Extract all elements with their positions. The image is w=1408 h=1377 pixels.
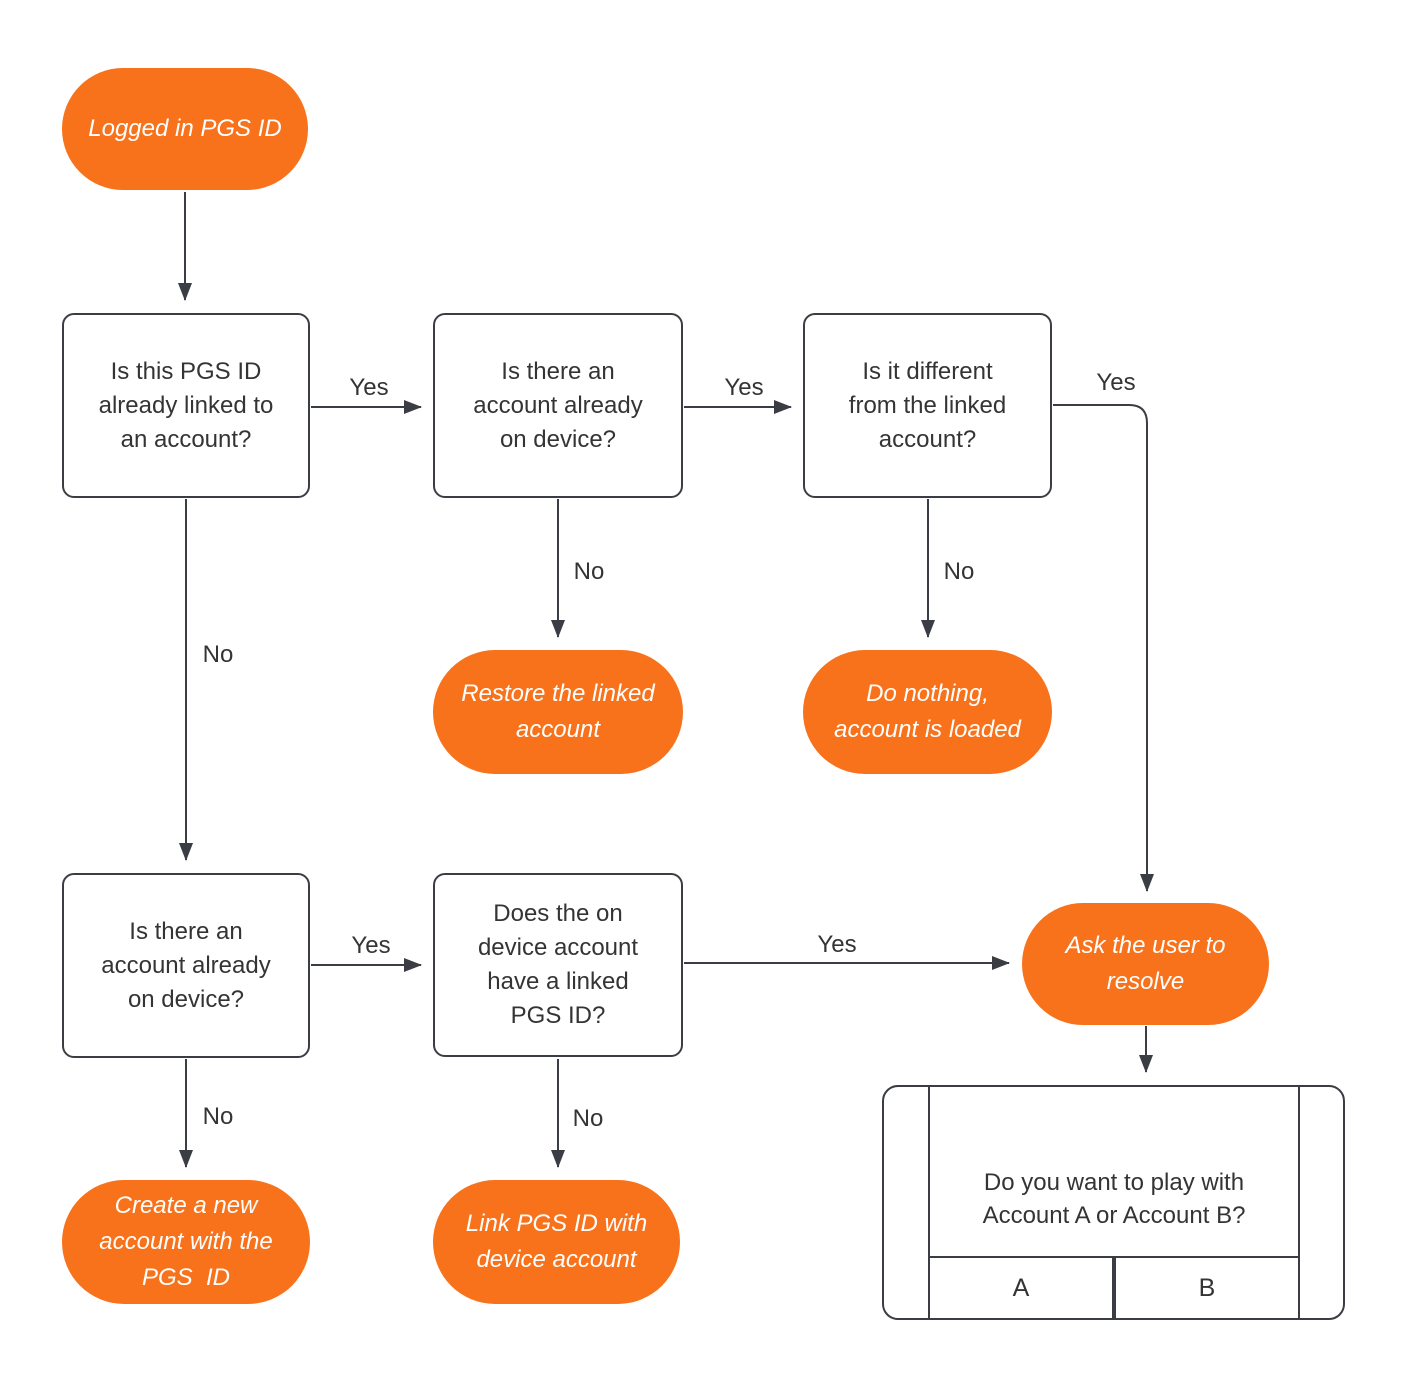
node-label: Is this PGS ID already linked to an acco… <box>98 357 274 453</box>
edge-label-no-q5-link: No <box>572 1105 604 1132</box>
edge-label-yes-q4-q5: Yes <box>351 932 391 959</box>
edge-label-yes-q5-ask: Yes <box>817 931 857 958</box>
dialog-button-row: A B <box>930 1258 1298 1318</box>
edge-label-yes-q3-ask: Yes <box>1096 369 1136 396</box>
edge-label-no-q1-q4: No <box>202 641 234 668</box>
node-label: Logged in PGS ID <box>88 115 282 142</box>
dialog-left-bezel-line <box>928 1087 930 1318</box>
node-action-do-nothing: Do nothing, account is loaded <box>803 650 1052 774</box>
edge-q3-yes-ask <box>1053 404 1154 892</box>
node-label: Is there an account already on device? <box>473 357 643 453</box>
node-label: Create a new account with the PGS ID <box>99 1192 273 1291</box>
node-label: Link PGS ID with device account <box>465 1210 648 1273</box>
edge-label-yes-q1-q2: Yes <box>349 374 389 401</box>
node-question-account-on-device-top: Is there an account already on device? <box>433 313 683 498</box>
node-label: Do nothing, account is loaded <box>834 680 1021 743</box>
account-b-button: B <box>1198 1273 1216 1302</box>
account-choice-dialog: Do you want to play with Account A or Ac… <box>882 1085 1345 1320</box>
dialog-screen: Do you want to play with Account A or Ac… <box>930 1087 1298 1318</box>
node-question-device-account-has-pgs: Does the on device account have a linked… <box>433 873 683 1057</box>
node-label: Restore the linked account <box>461 680 655 743</box>
account-a-button: A <box>1012 1273 1030 1302</box>
edge-label-no-q2-restore: No <box>573 558 605 585</box>
dialog-message-area: Do you want to play with Account A or Ac… <box>930 1087 1298 1258</box>
node-action-ask-user-to-resolve: Ask the user to resolve <box>1022 903 1269 1025</box>
node-question-pgs-already-linked: Is this PGS ID already linked to an acco… <box>62 313 310 498</box>
node-action-link-pgs-id: Link PGS ID with device account <box>433 1180 680 1304</box>
node-action-create-new-account: Create a new account with the PGS ID <box>62 1180 310 1304</box>
node-label: Is it different from the linked account? <box>848 357 1007 453</box>
node-question-different-from-linked: Is it different from the linked account? <box>803 313 1052 498</box>
edge-label-no-q4-create: No <box>202 1103 234 1130</box>
dialog-message: Do you want to play with Account A or Ac… <box>982 1169 1246 1229</box>
node-label: Is there an account already on device? <box>101 917 271 1013</box>
node-question-account-on-device-bottom: Is there an account already on device? <box>62 873 310 1058</box>
node-label: Does the on device account have a linked… <box>477 900 639 1029</box>
edge-label-no-q3-nothing: No <box>943 558 975 585</box>
node-start-logged-in-pgs-id: Logged in PGS ID <box>62 68 308 190</box>
dialog-button-divider <box>1112 1258 1116 1318</box>
node-action-restore-linked-account: Restore the linked account <box>433 650 683 774</box>
dialog-right-bezel-line <box>1298 1087 1300 1318</box>
node-label: Ask the user to resolve <box>1065 932 1226 995</box>
edge-label-yes-q2-q3: Yes <box>724 374 764 401</box>
